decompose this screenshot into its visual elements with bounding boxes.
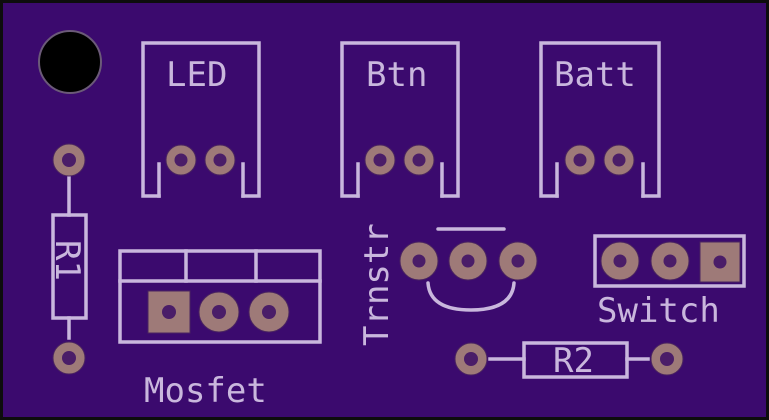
btn-connector[interactable]: Btn [340,41,460,198]
batt-pad-1[interactable] [564,144,596,176]
switch-label: Switch [597,291,720,331]
transistor-pad-2[interactable] [448,241,488,281]
r1-resistor[interactable]: R1 [47,143,88,375]
mounting-hole-icon [38,30,102,94]
led-pad-2[interactable] [204,144,236,176]
switch-pad-1[interactable] [600,241,640,281]
r2-pad-1[interactable] [454,342,488,376]
led-pad-1[interactable] [165,144,197,176]
r2-pad-2[interactable] [650,342,684,376]
mosfet-label: Mosfet [144,371,267,411]
mosfet-pad-3[interactable] [248,291,290,333]
switch-component[interactable]: Switch [593,234,746,331]
switch-pad-3[interactable] [699,241,741,283]
batt-pad-2[interactable] [603,144,635,176]
trnstr-label: Trnstr [357,223,397,346]
btn-label: Btn [366,55,427,95]
transistor-pad-3[interactable] [498,241,538,281]
batt-connector[interactable]: Batt [539,41,661,198]
r1-pad-2[interactable] [52,341,86,375]
btn-pad-2[interactable] [403,144,435,176]
mosfet-pad-2[interactable] [198,291,240,333]
r2-label: R2 [553,341,594,381]
switch-pad-2[interactable] [650,241,690,281]
r1-pad-1[interactable] [52,143,86,177]
r1-label: R1 [47,240,87,281]
btn-pad-1[interactable] [364,144,396,176]
batt-label: Batt [554,55,636,95]
mosfet-pad-1[interactable] [147,290,191,334]
led-label: LED [166,55,227,95]
led-connector[interactable]: LED [141,41,261,198]
mosfet-component[interactable]: Mosfet [118,249,322,411]
transistor-component[interactable]: Trnstr [357,223,538,346]
r2-resistor[interactable]: R2 [454,341,684,381]
transistor-pad-1[interactable] [399,241,439,281]
